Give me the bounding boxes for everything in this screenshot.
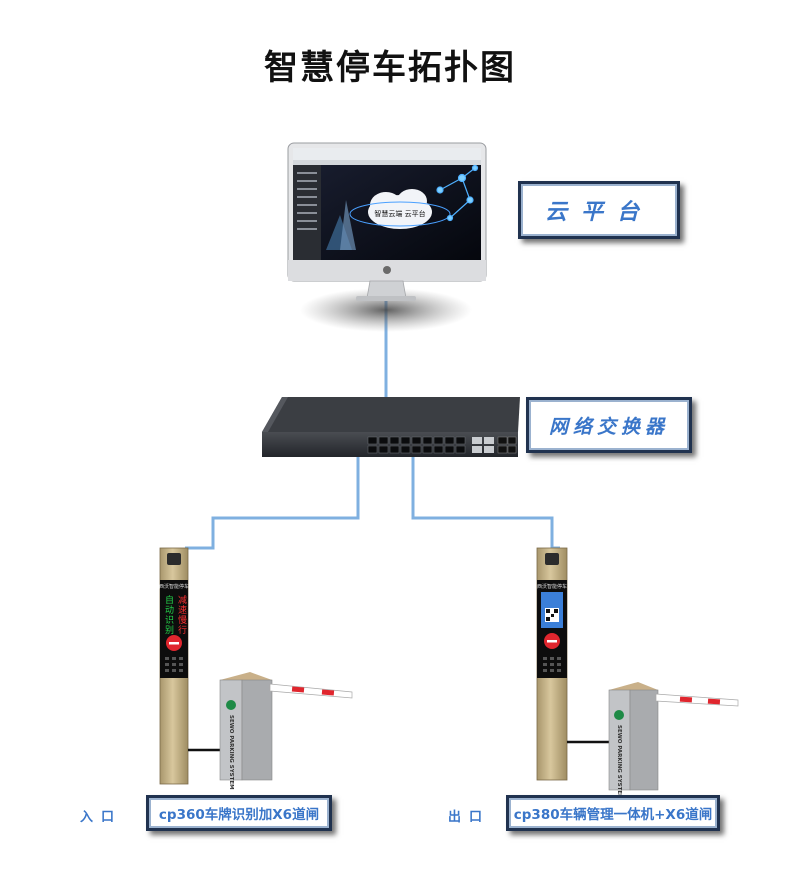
entry-kiosk-brand: 西沃智能停车 <box>159 583 189 590</box>
exit-device-label: cp380车辆管理一体机+X6道闸 <box>506 795 720 831</box>
exit-barrier-text: SEWO PARKING SYSTEM <box>616 725 622 800</box>
entry-device-label: cp360车牌识别加X6道闸 <box>146 795 332 831</box>
exit-kiosk: 西沃智能停车 <box>536 547 568 781</box>
entry-barrier-arm <box>269 683 353 699</box>
exit-barrier-gate: SEWO PARKING SYSTEM <box>567 682 739 800</box>
entry-barrier-text: SEWO PARKING SYSTEM <box>228 715 234 790</box>
exit-label: 出口 <box>448 810 491 825</box>
cloud-platform-label: 云平台 <box>518 181 680 239</box>
monitor-shadow <box>300 288 472 332</box>
switch-ports <box>367 436 466 454</box>
network-switch <box>262 397 520 457</box>
entry-label: 入口 <box>80 810 123 825</box>
screen-cloud-text: 智慧云端 云平台 <box>374 209 425 218</box>
entry-kiosk: 西沃智能停车 自动识别 减速慢行 <box>159 547 189 785</box>
entry-kiosk-line2: 减速慢行 <box>176 594 187 635</box>
link-switch-exit <box>411 455 560 550</box>
entry-barrier-gate: SEWO PARKING SYSTEM <box>188 672 353 790</box>
exit-kiosk-brand: 西沃智能停车 <box>537 583 567 590</box>
link-switch-entry <box>185 455 360 550</box>
page-title: 智慧停车拓扑图 <box>264 48 516 88</box>
apple-logo-icon <box>383 266 391 274</box>
cloud-server-monitor: 智慧云端 云平台 <box>287 142 487 332</box>
exit-barrier-arm <box>655 693 739 707</box>
entry-kiosk-line1: 自动识别 <box>163 594 174 635</box>
network-switch-label: 网络交换器 <box>526 397 692 453</box>
